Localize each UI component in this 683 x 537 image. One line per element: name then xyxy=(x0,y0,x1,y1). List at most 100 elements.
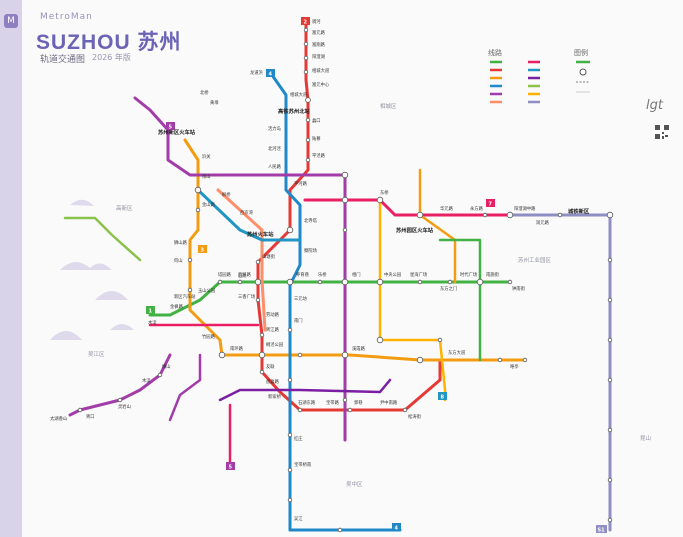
line-badge-3[interactable] xyxy=(198,245,207,253)
station-label: 三元坊 xyxy=(294,295,308,302)
line-badge-4s[interactable] xyxy=(392,523,401,531)
line-4-station-labels: 龙道浜 相城大道 活力岛 北河泾 人民路 北寺塔 察院场 三元坊 南门 红庄 宝… xyxy=(250,69,318,522)
station-label: 浒关 xyxy=(202,153,211,160)
hub-labels: 苏州火车站 苏州新区火车站 苏州园区火车站 高铁苏州北站 城铁新区 xyxy=(158,107,590,238)
line-badge-7[interactable] xyxy=(486,199,495,207)
hub-chengtie-xinqu: 城铁新区 xyxy=(568,207,590,215)
other-station-labels: 太湖香山 胥口 灵岩山 木渎 横山 枫桥 西京湾 北桥 黄埭 东桥 华元路 永方… xyxy=(50,89,550,422)
line-1-path[interactable] xyxy=(148,280,512,317)
qr-code-icon[interactable] xyxy=(654,124,670,140)
station-label: 金枫路 xyxy=(170,303,184,310)
edition-label: 2026 年版 xyxy=(92,53,131,62)
station-label: 红庄 xyxy=(294,435,303,442)
line-s-east-path[interactable] xyxy=(438,238,482,362)
line-badge-1[interactable] xyxy=(146,306,155,314)
line-badges: 2 4 5 3 1 8 7 S1 4 5 xyxy=(146,17,607,534)
station-label: 黄埭 xyxy=(210,99,219,106)
city-name-en: SUZHOU xyxy=(36,31,131,54)
legend-swatches xyxy=(490,60,590,104)
station-label: 松涛街 xyxy=(408,413,422,420)
station-label: 龙道浜 xyxy=(250,69,264,76)
line-s1-path[interactable] xyxy=(508,213,612,532)
station-label: 狮山路 xyxy=(174,239,188,246)
line-5-path[interactable] xyxy=(133,96,347,442)
line-badge-2-text: 2 xyxy=(304,20,308,26)
line-4-path[interactable] xyxy=(270,73,302,532)
line-badge-3-text: 3 xyxy=(201,248,205,254)
station-label: 溪霞路 xyxy=(352,345,366,352)
station-label: 富翔路 xyxy=(312,41,326,48)
hub-suzhou-north: 高铁苏州北站 xyxy=(278,107,310,115)
line-badge-5s[interactable] xyxy=(226,462,235,470)
line-badge-5[interactable] xyxy=(166,122,175,130)
line-2-ext-path[interactable] xyxy=(403,358,442,412)
line-3-path[interactable] xyxy=(183,138,527,362)
station-label: 相城大道 xyxy=(290,91,308,98)
hub-suzhou-station: 苏州火车站 xyxy=(247,230,274,238)
station-label: 富元路 xyxy=(312,29,326,36)
station-label: 新区汽车站 xyxy=(174,293,196,300)
line-badge-4[interactable] xyxy=(266,69,275,77)
line-7-path[interactable] xyxy=(303,198,512,217)
line-badge-s1[interactable] xyxy=(596,525,607,533)
station-label: 润元路 xyxy=(536,219,550,226)
station-label: 阳山 xyxy=(202,173,211,180)
legend-symbols-title: 图例 xyxy=(574,49,588,57)
district-wujiang: 吴江区 xyxy=(88,351,105,358)
line-9-path[interactable] xyxy=(218,378,392,402)
station-label: 阳澄湖 xyxy=(312,53,325,60)
station-label: 唯亭 xyxy=(510,363,519,370)
line-12-path[interactable] xyxy=(168,353,202,422)
station-label: 桐泾公园 xyxy=(266,341,283,348)
line-badge-2[interactable] xyxy=(301,17,310,25)
line-3-north-path[interactable] xyxy=(418,168,457,284)
metroman-logo-icon[interactable]: M xyxy=(4,14,18,28)
station-label: 富元中心 xyxy=(312,81,330,88)
station-label: 活力岛 xyxy=(268,125,281,132)
station-label: 宝带桥南 xyxy=(294,461,312,468)
line-badge-8[interactable] xyxy=(438,392,447,400)
station-label: 竹园路 xyxy=(202,333,216,340)
station-label: 南环路 xyxy=(230,345,244,352)
line-1-station-labels: 木渎 金枫路 玉山公园 塔园路 西环路 养育巷 乐桥 相门 中央公园 星海广场 … xyxy=(148,271,526,326)
lines xyxy=(63,18,612,532)
line-8-path[interactable] xyxy=(196,188,302,242)
line-badge-4s-text: 4 xyxy=(395,526,399,532)
station-label: 横山 xyxy=(162,363,171,370)
line-badge-1-text: 1 xyxy=(149,309,153,315)
mountain-decoration xyxy=(50,199,134,340)
station-label: 郭巷 xyxy=(354,399,363,406)
station-label: 三香广场 xyxy=(238,293,256,300)
station-dots xyxy=(77,27,614,533)
hub-xinqu-station: 苏州新区火车站 xyxy=(158,128,196,136)
station-label: 友联 xyxy=(266,363,275,370)
corner-logo: lgt xyxy=(646,98,663,113)
district-sip: 苏州工业园区 xyxy=(518,256,552,264)
station-label: 东方大道 xyxy=(448,349,466,356)
station-label: 西京湾 xyxy=(240,209,254,216)
station-label: 枫桥 xyxy=(222,191,231,198)
station-label: 胥江路 xyxy=(266,326,280,333)
line-2-path[interactable] xyxy=(256,18,407,412)
station-label: 人民路 xyxy=(268,163,282,170)
station-label: 山塘街 xyxy=(262,253,276,260)
station-label: 钟南街 xyxy=(512,285,526,292)
line-10-path[interactable] xyxy=(63,216,142,262)
station-label: 永方路 xyxy=(470,205,484,212)
line-6-path[interactable] xyxy=(216,188,267,332)
station-label: 吴江 xyxy=(294,515,303,522)
station-label: 劳动路 xyxy=(266,311,280,318)
city-title: SUZHOU 苏州 xyxy=(36,26,182,56)
brand-label: MetroMan xyxy=(40,12,93,22)
station-label: 北河泾 xyxy=(268,145,282,152)
station-label: 北桥 xyxy=(200,89,209,96)
station-label: 时代广场 xyxy=(460,271,478,278)
station-label: 宝带路 xyxy=(326,399,340,406)
line-2-station-labels: 骑河 富元路 富翔路 阳澄湖 相城大道 富元中心 蠡口 陆慕 平泾路 平河路 山… xyxy=(238,18,422,420)
station-label: 华元路 xyxy=(440,205,454,212)
line-badge-s1-text: S1 xyxy=(598,528,606,534)
station-label: 新家桥 xyxy=(268,393,282,400)
station-label: 胥口 xyxy=(86,413,95,420)
line-badge-5-text: 5 xyxy=(169,125,173,131)
